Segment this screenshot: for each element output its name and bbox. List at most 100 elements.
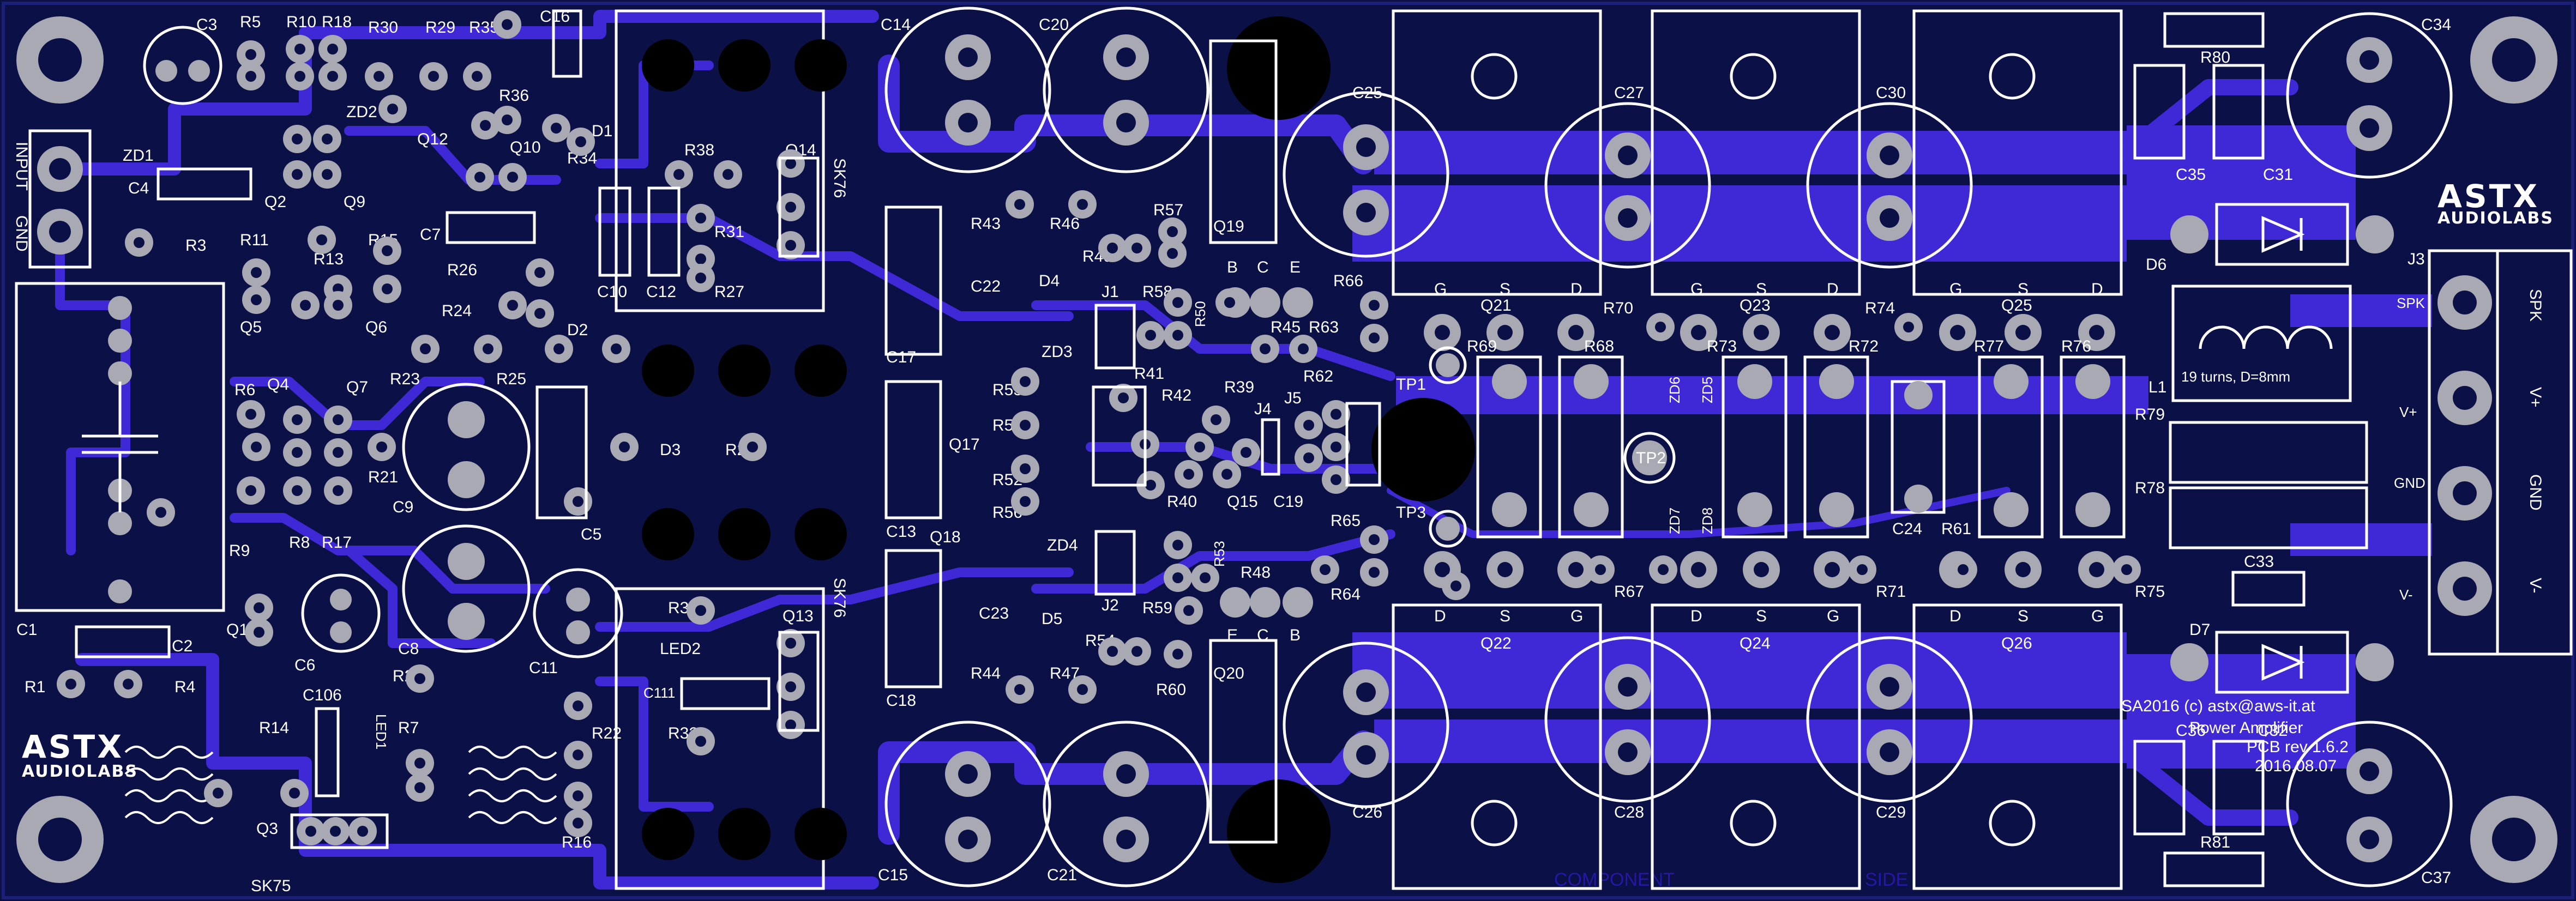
th-pad-drill [414, 673, 425, 684]
ref-q6: Q6 [365, 318, 387, 336]
ref-r14: R14 [259, 719, 289, 737]
th-pad-drill [474, 172, 485, 183]
ref-r77: R77 [1974, 337, 2004, 355]
th-pad-drill [695, 605, 706, 616]
cap-c28: C28 [1544, 636, 1711, 821]
th-pad-drill [1595, 564, 1606, 575]
ref-c29: C29 [1876, 803, 1906, 821]
pour-top-right [2127, 125, 2356, 240]
ref-q22: Q22 [1480, 634, 1512, 652]
ref-r80: R80 [2200, 49, 2230, 66]
q24-pins: D S G [1680, 551, 1851, 625]
th-pad-drill [573, 700, 583, 711]
spk-side-label-gnd: GND [2394, 475, 2425, 491]
th-pad-drill [472, 71, 483, 82]
th-pad-drill [414, 758, 425, 769]
th-pad-drill [1369, 300, 1380, 311]
pin-d-q23: D [1827, 280, 1839, 298]
th-pad-drill [1331, 409, 1341, 420]
th-pad-drill [553, 343, 564, 354]
th-pad-drill [254, 602, 264, 613]
ref-l1: L1 [2148, 378, 2166, 396]
ref-q15: Q15 [1227, 493, 1258, 511]
bottom-side-side-text: SIDE [1865, 869, 1908, 890]
ref-tp2: TP2 [1636, 449, 1666, 467]
logo-left-line1: ASTX [22, 728, 124, 765]
test-points: TP1 TP2 TP3 [1396, 346, 1676, 548]
cap-c20: C20 [1039, 7, 1209, 173]
trace-top-rail [878, 55, 1374, 174]
ref-c26: C26 [1352, 803, 1382, 821]
th-pad-drill [414, 782, 425, 793]
th-pad-drill [251, 267, 262, 278]
ref-r43: R43 [971, 215, 1001, 233]
th-pad-drill [534, 267, 545, 278]
small-pads [57, 10, 2141, 845]
pin-d-q26: D [1949, 607, 1961, 625]
ref-q21: Q21 [1480, 297, 1512, 315]
ref-zd7: ZD7 [1666, 507, 1683, 534]
pin-s-q25: S [2018, 280, 2029, 298]
th-pad-drill [1172, 330, 1183, 341]
ref-r68: R68 [1584, 337, 1614, 355]
th-pad-drill [1131, 646, 1142, 657]
th-pad-drill [300, 300, 311, 311]
ref-r31: R31 [714, 223, 744, 241]
th-pad-drill [619, 442, 630, 452]
ref-c34: C34 [2421, 16, 2451, 34]
th-pad-drill [1167, 248, 1178, 259]
pin-e-q19: E [1290, 258, 1301, 276]
pour-top-bus [1352, 185, 2127, 262]
inductor-note: 19 turns, D=8mm [2181, 368, 2290, 385]
th-pad-drill [322, 169, 333, 180]
trace-bias2 [1031, 529, 1395, 594]
ref-c111: C111 [643, 685, 675, 701]
pour-bottom-bus-lower [1374, 719, 2127, 763]
ref-c18: C18 [886, 692, 916, 710]
small-outlines [75, 9, 1381, 849]
ref-r61: R61 [1941, 520, 1971, 538]
th-pad-drill [551, 123, 562, 134]
pin-b-q20: B [1290, 626, 1301, 644]
ref-c23: C23 [979, 604, 1009, 622]
cap-c37: C37 [2286, 721, 2453, 887]
th-pad-drill [1077, 199, 1088, 210]
ref-r10: R10 [286, 13, 316, 31]
hole-center [1371, 398, 1475, 501]
ref-q4: Q4 [267, 376, 289, 394]
ref-r66: R66 [1333, 272, 1363, 290]
th-pad-drill [611, 343, 622, 354]
cap-c27: C27 [1544, 84, 1711, 269]
th-pad-drill [723, 169, 733, 180]
ref-r18: R18 [322, 13, 352, 31]
logo-left-line2: AUDIOLABS [22, 762, 138, 781]
th-pad-drill [1020, 376, 1031, 387]
th-pad-drill [1211, 414, 1221, 425]
pin-s-q22: S [1500, 607, 1510, 625]
ref-r36: R36 [499, 87, 529, 105]
pin-s-q24: S [1756, 607, 1767, 625]
ref-c10: C10 [597, 283, 627, 301]
ref-r45: R45 [1271, 318, 1301, 336]
ref-zd4: ZD4 [1047, 536, 1078, 554]
ref-r44: R44 [971, 664, 1001, 682]
output-connector-j3: J3 SPK V+ GND V- SPK V+ GND V- [2394, 249, 2573, 656]
ref-c17: C17 [886, 348, 916, 366]
ref-r46: R46 [1050, 215, 1080, 233]
ref-c4: C4 [128, 179, 149, 197]
ref-c24: C24 [1892, 520, 1922, 538]
info-line1: SA2016 (c) astx@aws-it.at [2121, 697, 2315, 715]
ref-r25: R25 [496, 370, 526, 388]
ref-zd5: ZD5 [1699, 377, 1716, 403]
ref-zd1: ZD1 [123, 147, 154, 165]
th-pad-drill [292, 134, 303, 144]
th-pad-drill [695, 253, 706, 264]
ref-r41: R41 [1134, 365, 1164, 383]
pin-s-q26: S [2018, 607, 2029, 625]
th-pad-drill [292, 485, 303, 496]
large-holes [1227, 16, 1475, 883]
cap-c34: C34 [2286, 12, 2453, 179]
ref-r24: R24 [442, 302, 472, 320]
ref-q1: Q1 [226, 621, 248, 639]
th-pad-drill [1167, 226, 1178, 237]
